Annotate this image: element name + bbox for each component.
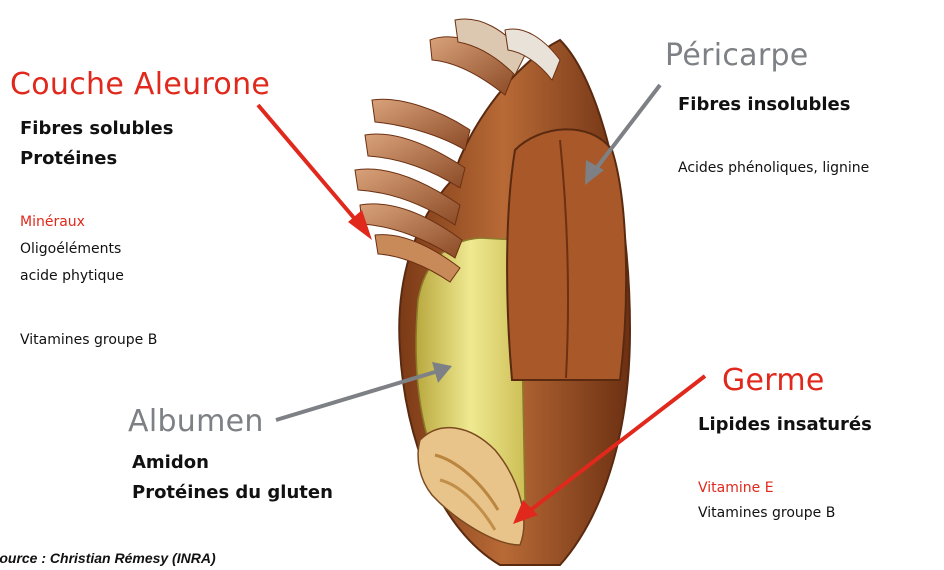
albumen-item-amidon: Amidon — [132, 452, 209, 473]
albumen-title: Albumen — [128, 404, 264, 439]
couche-item-proteines: Protéines — [20, 148, 117, 169]
source-credit: Source : Christian Rémesy (INRA) — [0, 550, 216, 566]
pericarpe-item-fibres-insolubles: Fibres insolubles — [678, 94, 850, 115]
germe-item-vitamine-e: Vitamine E — [698, 480, 774, 496]
couche-item-fibres-solubles: Fibres solubles — [20, 118, 173, 139]
couche-aleurone-title: Couche Aleurone — [10, 67, 270, 102]
couche-minerals-label: Minéraux — [20, 214, 85, 230]
albumen-item-proteines-gluten: Protéines du gluten — [132, 482, 333, 503]
couche-item-oligoelements: Oligoéléments — [20, 241, 121, 257]
germe-title: Germe — [722, 363, 825, 398]
couche-item-acide-phytique: acide phytique — [20, 268, 124, 284]
couche-item-vitamines-b: Vitamines groupe B — [20, 332, 157, 348]
germe-item-vitamines-b: Vitamines groupe B — [698, 505, 835, 521]
pericarpe-item-acides-phenoliques: Acides phénoliques, lignine — [678, 160, 869, 176]
germe-item-lipides: Lipides insaturés — [698, 414, 872, 435]
pericarpe-title: Péricarpe — [665, 38, 809, 73]
